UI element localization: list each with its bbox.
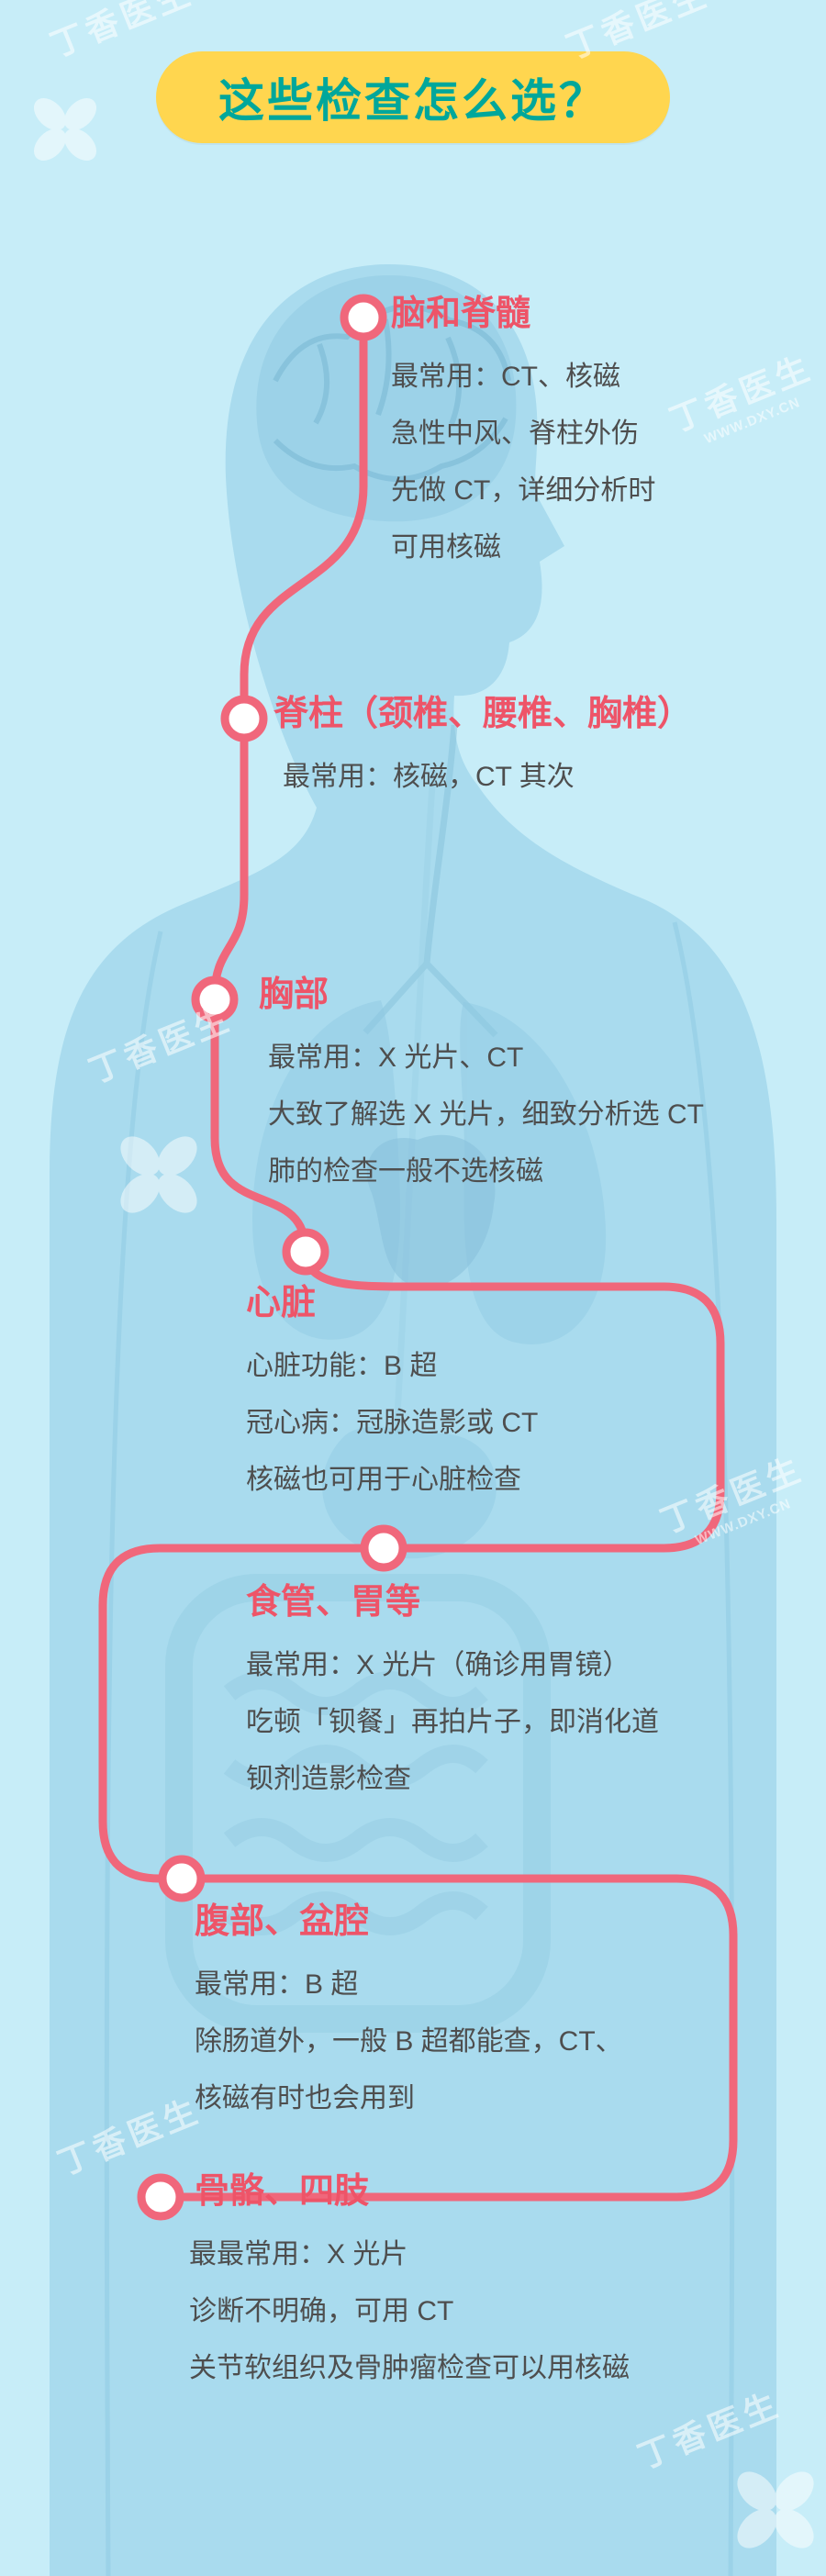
route-path <box>98 313 738 2202</box>
section-line: 最常用：X 光片（确诊用胃镜） <box>246 1650 631 1680</box>
section-esophagus-stomach: 食管、胃等 最常用：X 光片（确诊用胃镜） 吃顿「钡餐」再拍片子，即消化道 钡剂… <box>246 1580 659 1808</box>
section-line: 关节软组织及骨肿瘤检查可以用核磁 <box>189 2353 630 2383</box>
stomach-organ <box>322 1426 497 1559</box>
section-line: 最最常用：X 光片 <box>189 2239 408 2269</box>
section-title: 心脏 <box>246 1284 317 1322</box>
section-brain-spinal-cord: 脑和脊髓 最常用：CT、核磁 急性中风、脊柱外伤 先做 CT，详细分析时 可用核… <box>391 292 655 576</box>
body-silhouette <box>50 263 776 2576</box>
section-heart: 心脏 心脏功能：B 超 冠心病：冠脉造影或 CT 核磁也可用于心脏检查 <box>246 1281 538 1509</box>
section-line: 冠心病：冠脉造影或 CT <box>246 1408 539 1438</box>
section-line: 核磁有时也会用到 <box>195 2083 415 2113</box>
section-line: 最常用：B 超 <box>195 1969 359 2000</box>
section-line: 钡剂造影检查 <box>246 1764 411 1794</box>
section-line: 吃顿「钡餐」再拍片子，即消化道 <box>246 1707 659 1737</box>
node-brain-spinal-cord <box>340 294 387 341</box>
section-line: 最常用：核磁，CT 其次 <box>283 762 575 792</box>
section-bones-limbs: 骨骼、四肢 最最常用：X 光片 诊断不明确，可用 CT 关节软组织及骨肿瘤检查可… <box>189 2169 630 2397</box>
section-line: 核磁也可用于心脏检查 <box>246 1465 521 1495</box>
trachea-organ <box>363 724 498 1433</box>
section-abdomen-pelvis: 腹部、盆腔 最常用：B 超 除肠道外，一般 B 超都能查，CT、 核磁有时也会用… <box>195 1900 623 2127</box>
node-spine <box>220 695 268 742</box>
section-line: 除肠道外，一般 B 超都能查，CT、 <box>195 2026 623 2057</box>
section-title: 食管、胃等 <box>246 1583 421 1622</box>
section-title: 胸部 <box>259 976 329 1014</box>
small-intestine-organ <box>223 1671 488 1935</box>
node-esophagus-stomach <box>360 1524 407 1572</box>
title-badge: 这些检查怎么选？ <box>156 51 670 143</box>
node-bones-limbs <box>137 2173 184 2221</box>
page-title: 这些检查怎么选？ <box>218 75 608 127</box>
section-line: 先做 CT，详细分析时 <box>391 475 656 506</box>
section-spine: 脊柱（颈椎、腰椎、胸椎） 最常用：核磁，CT 其次 <box>273 692 692 806</box>
large-intestine-organ <box>165 1574 551 2033</box>
section-line: 心脏功能：B 超 <box>246 1351 438 1381</box>
brain-organ <box>256 274 517 522</box>
node-chest <box>191 976 239 1023</box>
section-title: 脊柱（颈椎、腰椎、胸椎） <box>273 695 693 733</box>
section-line: 最常用：CT、核磁 <box>391 362 620 392</box>
section-line: 可用核磁 <box>391 532 501 563</box>
section-title: 骨骼、四肢 <box>195 2172 370 2211</box>
arm-lines <box>104 921 735 2576</box>
section-line: 肺的检查一般不选核磁 <box>268 1156 543 1187</box>
section-line: 大致了解选 X 光片，细致分析选 CT <box>268 1099 705 1130</box>
heart-organ <box>366 1134 496 1288</box>
section-line: 急性中风、脊柱外伤 <box>391 418 639 449</box>
node-abdomen-pelvis <box>158 1855 206 1902</box>
section-line: 最常用：X 光片、CT <box>268 1043 524 1073</box>
section-line: 诊断不明确，可用 CT <box>189 2296 454 2326</box>
section-title: 脑和脊髓 <box>391 295 531 333</box>
section-chest: 胸部 最常用：X 光片、CT 大致了解选 X 光片，细致分析选 CT 肺的检查一… <box>259 973 704 1200</box>
node-heart <box>282 1228 329 1276</box>
section-title: 腹部、盆腔 <box>195 1902 370 1941</box>
